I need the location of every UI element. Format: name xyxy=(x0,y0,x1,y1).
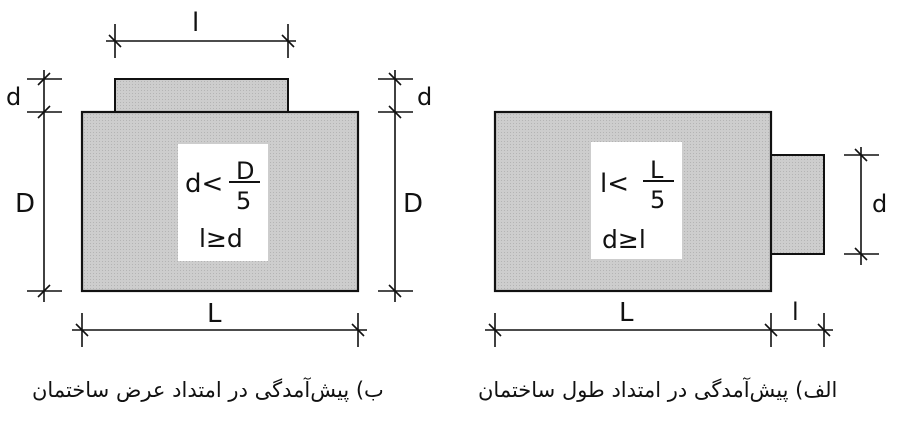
figure-a-label-L: L xyxy=(619,298,634,328)
figure-a-formula-box xyxy=(591,142,682,259)
figure-b-rule2: l≥d xyxy=(199,224,243,253)
figure-b-dim-right xyxy=(378,70,413,302)
figure-b-formula-box xyxy=(178,144,268,261)
figure-a-projection xyxy=(770,154,825,255)
figure-a-dim-L-l xyxy=(485,313,833,347)
figure-b-rule1-numerator: D xyxy=(236,157,254,185)
figure-a-rule1-lhs: l< xyxy=(600,169,629,199)
figure-a-rule1-denominator: 5 xyxy=(650,186,665,214)
figure-a-plan: d L l l< L 5 d≥l xyxy=(485,110,887,347)
figure-b-dim-left xyxy=(27,70,62,302)
figure-b-label-D-left: D xyxy=(15,189,35,219)
figure-b-plan: l d D d D L d< D 5 l≥d xyxy=(6,8,432,347)
figure-b-label-d-right: d xyxy=(417,83,432,111)
figure-b-rule1-denominator: 5 xyxy=(236,187,251,215)
figure-b-label-l: l xyxy=(192,8,199,38)
figure-b-label-L: L xyxy=(207,299,222,329)
figure-a-rule1-numerator: L xyxy=(650,156,664,184)
figure-a-dim-d xyxy=(844,147,879,265)
figure-b-dim-L xyxy=(72,313,367,347)
figure-a-label-l: l xyxy=(792,298,799,326)
figure-b-label-d-left: d xyxy=(6,83,21,111)
figure-b-caption: ب) پیش‌آمدگی در امتداد عرض ساختمان xyxy=(32,378,384,402)
figure-a-label-d: d xyxy=(872,190,887,218)
figure-b-projection xyxy=(114,78,289,113)
figure-b-rule1-lhs: d< xyxy=(185,169,223,199)
figure-a-rule2: d≥l xyxy=(602,225,646,254)
figure-b-label-D-right: D xyxy=(403,189,423,219)
figure-b-dim-l xyxy=(106,24,296,58)
figure-a-caption: الف) پیش‌آمدگی در امتداد طول ساختمان xyxy=(478,378,838,402)
